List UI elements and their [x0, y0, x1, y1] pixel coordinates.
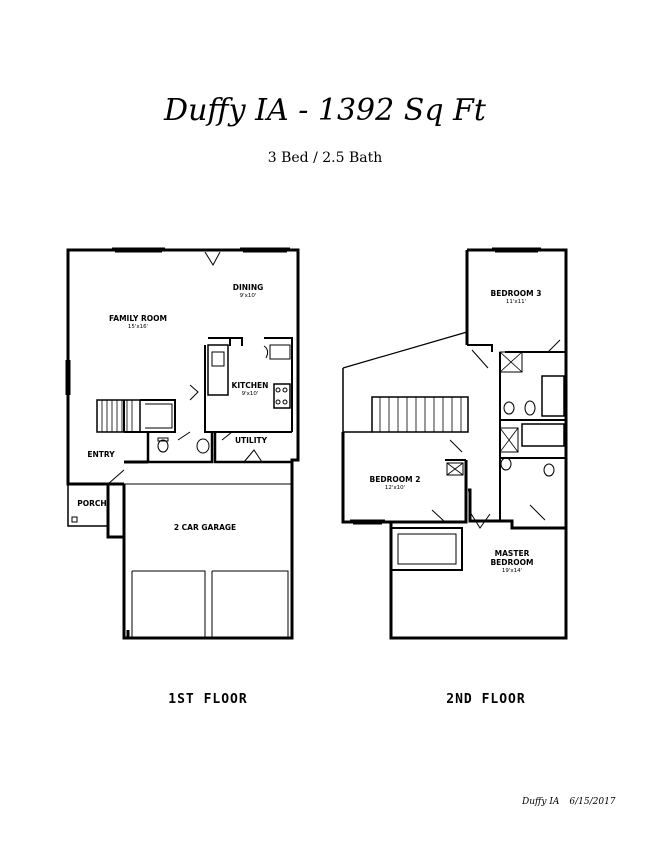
footer-plan-name: Duffy IA [522, 797, 560, 807]
second-floor-plan [341, 247, 568, 640]
floor-label-first: 1ST FLOOR [168, 692, 247, 707]
footer-date: 6/15/2017 [569, 797, 616, 807]
room-dims-family: 15'x16' [128, 324, 148, 330]
room-label-master-2: BEDROOM [490, 558, 533, 567]
room-label-master: MASTER [495, 549, 530, 558]
room-label-utility: UTILITY [235, 436, 268, 445]
room-dims-master: 19'x14' [502, 568, 522, 574]
room-label-kitchen: KITCHEN [232, 381, 269, 390]
first-floor-plan [65, 247, 300, 640]
floor-label-second: 2ND FLOOR [446, 692, 525, 707]
room-dims-kitchen: 9'x10' [242, 391, 259, 397]
plan-title: Duffy IA - 1392 Sq Ft [164, 93, 486, 128]
room-label-garage: 2 CAR GARAGE [174, 523, 236, 532]
room-dims-bedroom3: 11'x11' [506, 299, 526, 305]
room-label-porch: PORCH [77, 499, 106, 508]
room-label-family: FAMILY ROOM [109, 314, 167, 323]
room-label-bedroom3: BEDROOM 3 [491, 289, 542, 298]
room-label-entry: ENTRY [87, 450, 115, 459]
room-dims-dining: 9'x10' [240, 293, 257, 299]
room-dims-bedroom2: 12'x10' [385, 485, 405, 491]
footer: Duffy IA 6/15/2017 [522, 797, 626, 807]
room-label-dining: DINING [233, 283, 264, 292]
room-label-bedroom2: BEDROOM 2 [370, 475, 421, 484]
plan-subtitle: 3 Bed / 2.5 Bath [267, 150, 383, 166]
